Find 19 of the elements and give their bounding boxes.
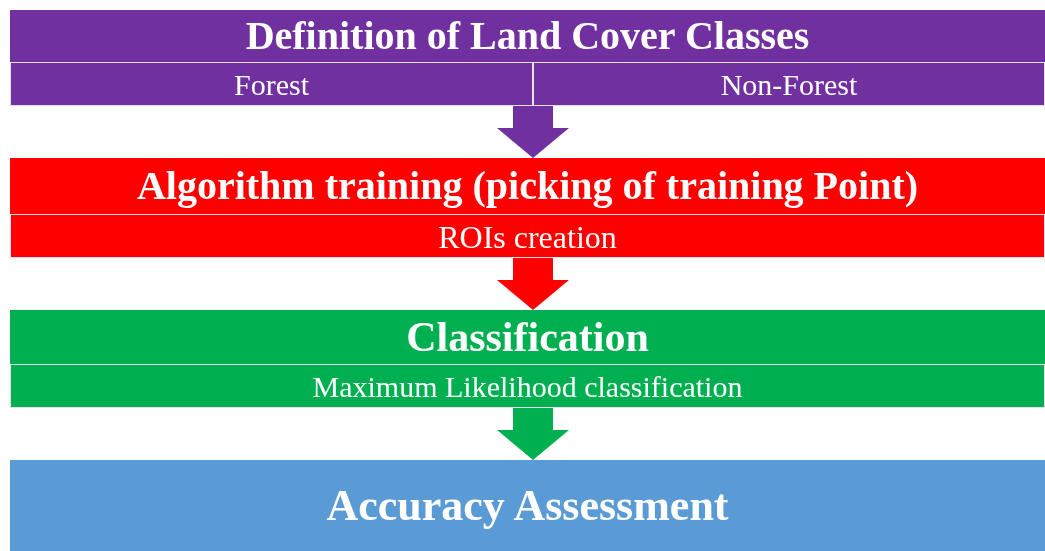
process-block: [10, 10, 1045, 106]
block-label: ROIs creation: [437, 218, 618, 257]
block-arrow: [497, 408, 569, 460]
block-label: Maximum Likelihood classification: [311, 369, 744, 405]
block-heading: Accuracy Assessment: [325, 480, 730, 532]
sub-box: [10, 214, 1045, 258]
process-block: [10, 158, 1045, 258]
process-block: [10, 460, 1045, 551]
block-label: Forest: [233, 67, 310, 103]
sub-box: [533, 62, 1045, 106]
block-heading: Definition of Land Cover Classes: [244, 12, 811, 60]
block-label: Non-Forest: [719, 67, 859, 103]
process-block: [10, 310, 1045, 408]
sub-box: [10, 364, 1045, 408]
block-arrow: [497, 258, 569, 310]
sub-box: [10, 62, 533, 106]
block-heading: Algorithm training (picking of training Point): [135, 162, 920, 210]
block-heading: Classification: [405, 313, 650, 362]
block-arrow: [497, 106, 569, 158]
